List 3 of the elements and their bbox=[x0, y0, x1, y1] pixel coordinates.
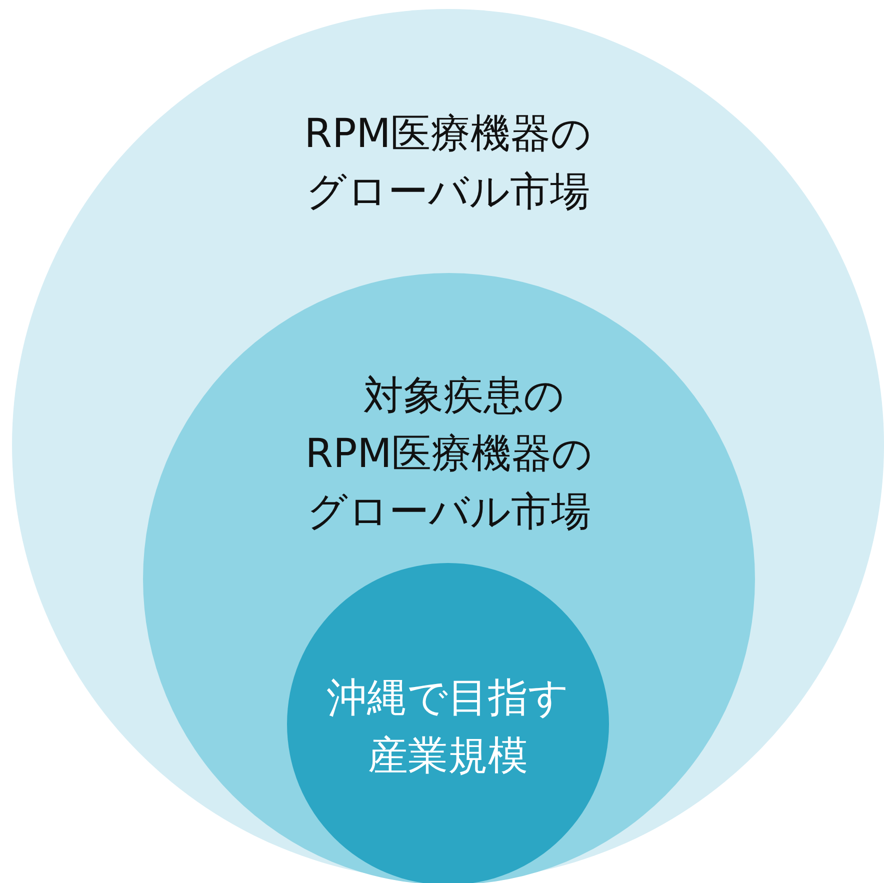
circle-label: RPM医療機器のグローバル市場 bbox=[303, 110, 593, 217]
circle-label: 沖縄で目指す産業規模 bbox=[326, 674, 570, 781]
circle-label: 対象疾患のRPM医療機器のグローバル市場 bbox=[304, 372, 594, 537]
